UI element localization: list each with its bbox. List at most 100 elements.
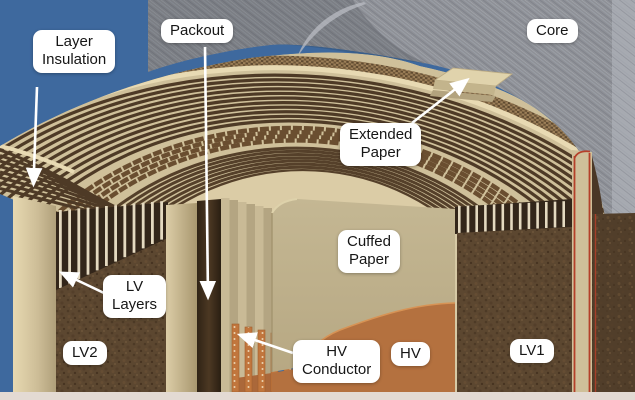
- winding-ring: [0, 82, 606, 262]
- lv2-layer-fin: [105, 206, 108, 266]
- outer-cylinder-wall: [13, 196, 58, 392]
- winding-ring: [0, 119, 606, 262]
- winding-behind-core-wedge: [592, 156, 604, 224]
- winding-rings: [0, 55, 606, 262]
- label-lv2: LV2: [63, 341, 107, 366]
- winding-ring: [0, 87, 606, 262]
- lv2-layer-fin: [114, 205, 117, 262]
- lv2-layer-fin: [132, 203, 136, 253]
- label-core: Core: [527, 19, 578, 44]
- lv1-layer-fin: [562, 201, 565, 227]
- label-text: Core: [536, 22, 569, 39]
- lv1-layer-fin: [484, 204, 487, 232]
- label-text: LV1: [519, 342, 545, 359]
- label-text: HV: [400, 345, 421, 362]
- outer-rim-highlight: [0, 144, 75, 174]
- label-text: Layers: [112, 296, 158, 314]
- winding-ring: [0, 78, 606, 262]
- lv1-layer-fin: [545, 202, 548, 228]
- right-winding-texture: [592, 213, 635, 392]
- lv2-layer-fin: [77, 208, 81, 280]
- winding-ring: [0, 96, 606, 262]
- red-insulation-hook: [573, 150, 591, 159]
- paper-strip: [246, 204, 255, 392]
- winding-ring: [0, 114, 606, 262]
- annotation-arrows: [25, 46, 470, 355]
- paper-strip: [238, 202, 247, 392]
- lv1-layer-fins: [458, 201, 565, 233]
- bottom-edge-strip: [0, 392, 635, 400]
- lv1-layer-fin: [475, 205, 478, 232]
- winding-ring: [30, 159, 570, 262]
- lv1-layer-fin: [527, 202, 531, 229]
- winding-ring: [0, 125, 606, 262]
- core-front-edge: [351, 0, 425, 64]
- hv-conductor-arrow: [236, 332, 294, 355]
- hv-conductor-strip: [257, 329, 266, 393]
- winding-ring: [23, 156, 577, 262]
- core-side-band-texture: [612, 0, 635, 218]
- label-extended-paper: Extended Paper: [340, 123, 422, 166]
- winding-ring: [2, 146, 598, 262]
- lv-layers-arrow: [58, 271, 105, 295]
- label-text: LV: [125, 278, 144, 295]
- winding-ring: [0, 138, 606, 262]
- lv2-layer-fin: [123, 204, 127, 258]
- cuffed-paper-top-edge: [271, 198, 298, 214]
- label-layer-insulation: Layer Insulation: [33, 30, 116, 73]
- winding-ring: [51, 168, 549, 262]
- label-lv-layers: LV Layers: [103, 275, 167, 318]
- label-text: Paper: [360, 144, 401, 162]
- lv2-layer-fin: [59, 210, 62, 288]
- paper-strip: [221, 198, 230, 392]
- lv2-layer-fins: [59, 201, 163, 288]
- winding-ring: [0, 110, 606, 262]
- label-text: HV: [326, 343, 348, 360]
- lv2-layer-fin: [95, 206, 99, 271]
- winding-ring: [0, 129, 606, 262]
- paper-cylinder-band: [166, 203, 197, 392]
- lv1-layer-fin: [553, 201, 557, 228]
- paper-strip: [255, 206, 264, 392]
- label-packout: Packout: [161, 19, 234, 44]
- lv1-layer-fin: [501, 204, 505, 231]
- lv2-layer-fin: [141, 202, 145, 249]
- label-text: Layer: [55, 33, 93, 50]
- extended-paper-arrow: [411, 77, 470, 125]
- label-cuffed-paper: Cuffed Paper: [338, 230, 400, 273]
- label-hv: HV: [391, 342, 430, 367]
- red-edged-paper-strip: [572, 150, 592, 392]
- winding-ring: [0, 91, 606, 262]
- lv1-layer-fin: [466, 205, 470, 233]
- label-text: LV2: [72, 344, 98, 361]
- label-hv-conductor: HV Conductor: [293, 340, 381, 383]
- label-text: Paper: [348, 251, 389, 269]
- layer-insulation-arrow: [25, 86, 43, 188]
- label-lv1: LV1: [510, 339, 554, 364]
- winding-ring: [0, 105, 606, 262]
- lv1-layer-fin: [458, 206, 461, 233]
- winding-ring: [16, 153, 584, 262]
- lv1-layer-fin: [510, 203, 513, 230]
- core-back-face-shade: [148, 0, 424, 72]
- lv2-layer-fin: [86, 207, 90, 275]
- label-text: Cuffed: [347, 233, 391, 250]
- label-text: Extended: [349, 126, 413, 143]
- core-steel: [148, 0, 635, 222]
- winding-ring: [44, 165, 556, 262]
- lv2-layer-fin: [68, 209, 71, 284]
- lv1-layer-fin: [536, 202, 539, 229]
- lv2-layer-fin: [151, 202, 154, 244]
- hv-conductor-strip: [231, 323, 240, 393]
- paper-strip-stack: [221, 198, 272, 392]
- winding-ring: [0, 65, 606, 262]
- label-text: Insulation: [42, 51, 107, 69]
- cuffed-paper-block: [272, 199, 455, 372]
- paper-strip: [263, 208, 272, 392]
- winding-ring: [9, 149, 591, 262]
- label-text: Conductor: [302, 361, 372, 379]
- packout-arrow: [199, 46, 217, 301]
- lv1-layer-fin: [518, 203, 522, 230]
- core-brushed-texture: [148, 0, 635, 222]
